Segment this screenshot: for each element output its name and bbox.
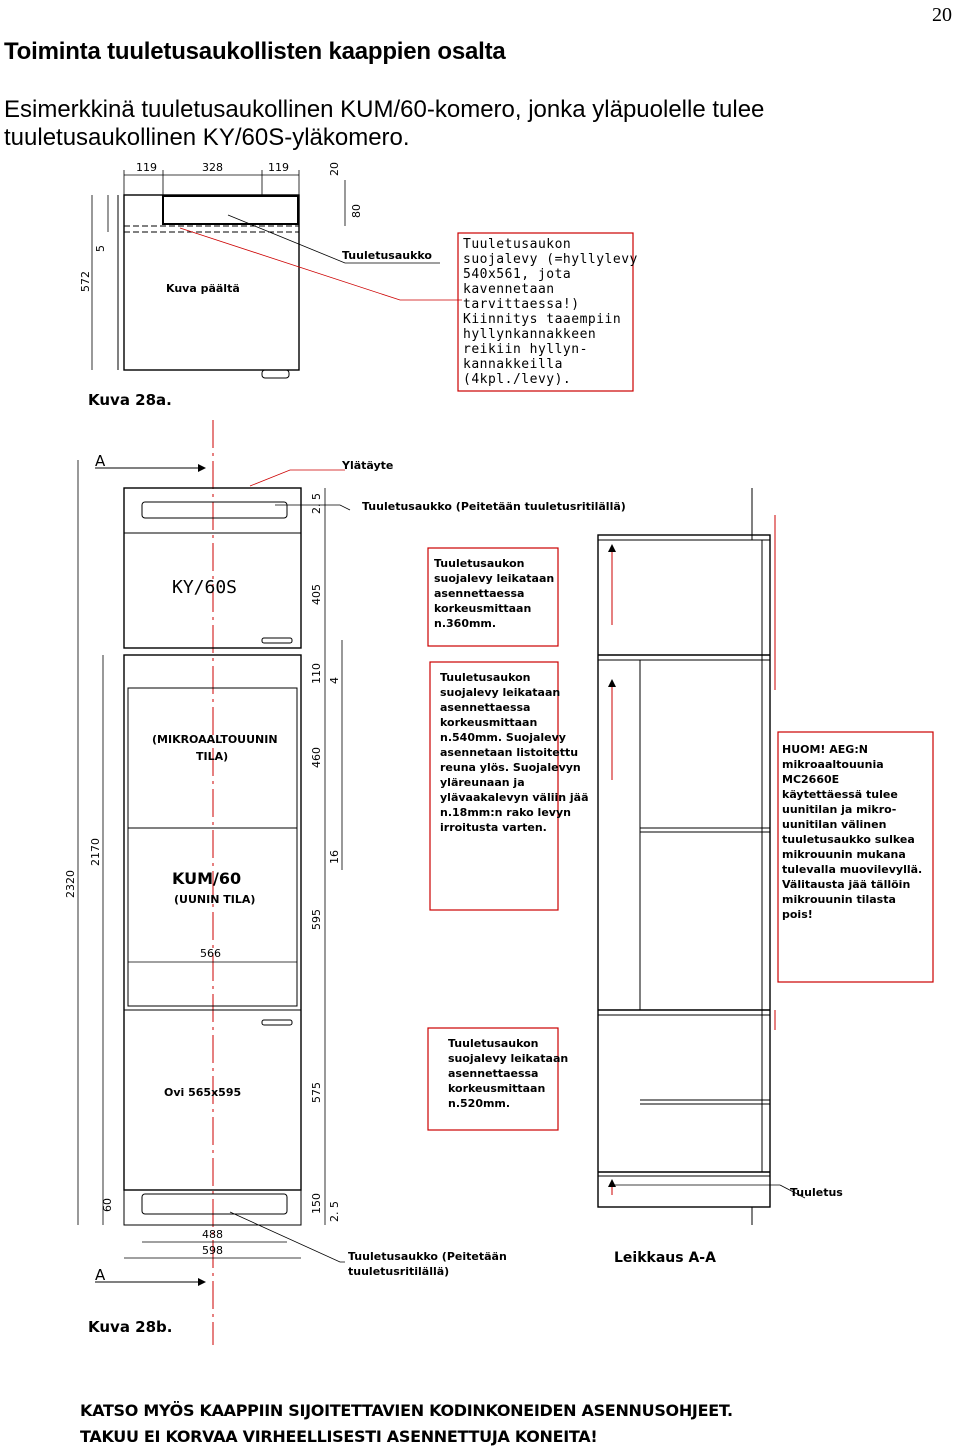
section-marker-top: A (95, 452, 106, 470)
caption-section-a-a: Leikkaus A-A (614, 1250, 716, 1266)
note-360: Tuuletusaukon suojalevy leikataan asenne… (434, 557, 555, 630)
note-540: Tuuletusaukon suojalevy leikataan asenne… (440, 671, 589, 834)
dim-598: 598 (202, 1244, 223, 1257)
front-view (77, 420, 351, 1345)
dim-119-left: 119 (136, 161, 157, 174)
label-vent-grille: Tuuletusaukko (Peitetään tuuletusritiläl… (362, 500, 626, 513)
dim-2170: 2170 (89, 838, 102, 866)
label-vent-top-view: Tuuletusaukko (342, 249, 432, 262)
label-top-filler: Ylätäyte (341, 459, 393, 472)
label-view-from-above: Kuva päältä (166, 282, 240, 295)
dim-119-right: 119 (268, 161, 289, 174)
page-title: Toiminta tuuletusaukollisten kaappien os… (4, 38, 506, 65)
dim-4: 4 (328, 677, 341, 684)
note-top-view: Tuuletusaukon suojalevy (=hyllylevy 540x… (463, 237, 638, 387)
label-microwave-space-1: (MIKROAALTOUUNIN (152, 733, 278, 746)
section-marker-bottom: A (95, 1266, 106, 1284)
label-kum60: KUM/60 (172, 869, 241, 888)
caption-28b: Kuva 28b. (88, 1318, 172, 1336)
label-microwave-space-2: TILA) (196, 750, 228, 763)
dim-110: 110 (310, 663, 323, 684)
page-number: 20 (932, 4, 952, 26)
caption-28a: Kuva 28a. (88, 391, 172, 409)
label-door: Ovi 565x595 (164, 1086, 241, 1099)
note-box-360 (427, 547, 559, 647)
footer-warning: KATSO MYÖS KAAPPIIN SIJOITETTAVIEN KODIN… (80, 1401, 733, 1446)
dim-80: 80 (350, 204, 363, 218)
dim-328: 328 (202, 161, 223, 174)
note-520: Tuuletusaukon suojalevy leikataan asenne… (448, 1037, 569, 1110)
dim-5: 5 (94, 245, 107, 252)
dim-60: 60 (101, 1198, 114, 1212)
top-view (91, 170, 462, 379)
note-box-520 (427, 1027, 559, 1131)
label-vent-bottom-1: Tuuletusaukko (Peitetään (348, 1250, 507, 1263)
label-vent-bottom-2: tuuletusritilällä) (348, 1265, 449, 1278)
label-oven-space: (UUNIN TILA) (174, 893, 255, 906)
dim-2.5-bottom: 2. 5 (328, 1201, 341, 1222)
label-airflow: Tuuletus (790, 1186, 843, 1199)
dim-488: 488 (202, 1228, 223, 1241)
dim-460: 460 (310, 747, 323, 768)
dim-405: 405 (310, 584, 323, 605)
note-box-540 (429, 661, 559, 911)
section-view (597, 488, 806, 1225)
dim-572: 572 (79, 271, 92, 292)
dim-595: 595 (310, 909, 323, 930)
dim-566: 566 (200, 947, 221, 960)
note-box-huom (777, 731, 934, 983)
dim-16: 16 (328, 850, 341, 864)
dim-20: 20 (328, 162, 341, 176)
note-huom: HUOM! AEG:N mikroaaltouunia MC2660E käyt… (782, 743, 923, 921)
dim-575: 575 (310, 1082, 323, 1103)
dim-150: 150 (310, 1193, 323, 1214)
dim-2320: 2320 (64, 870, 77, 898)
intro-paragraph: Esimerkkinä tuuletusaukollinen KUM/60-ko… (4, 96, 765, 151)
note-box-top-view (457, 232, 634, 392)
label-ky60s: KY/60S (172, 577, 237, 598)
dim-2.5-top: 2. 5 (310, 493, 323, 514)
